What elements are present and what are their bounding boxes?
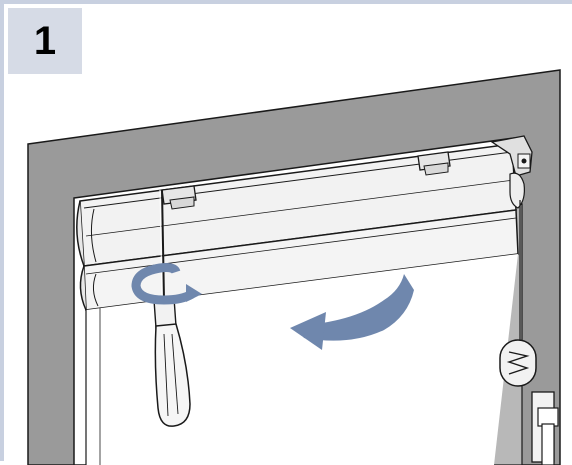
roller-blind-installation-diagram	[27, 69, 561, 465]
pull-down-arrow-icon	[290, 274, 414, 350]
mounting-clip-left	[161, 185, 197, 210]
screwdriver-icon	[153, 189, 191, 427]
side-bracket	[490, 135, 533, 209]
step-number-badge: 1	[8, 8, 82, 74]
blind-roll	[76, 143, 519, 465]
step-number: 1	[33, 18, 57, 63]
mounting-clip-right	[417, 151, 451, 176]
chain-weight-icon	[499, 339, 537, 387]
rotate-arrow-icon	[131, 263, 202, 305]
window-handle-icon	[531, 391, 559, 465]
